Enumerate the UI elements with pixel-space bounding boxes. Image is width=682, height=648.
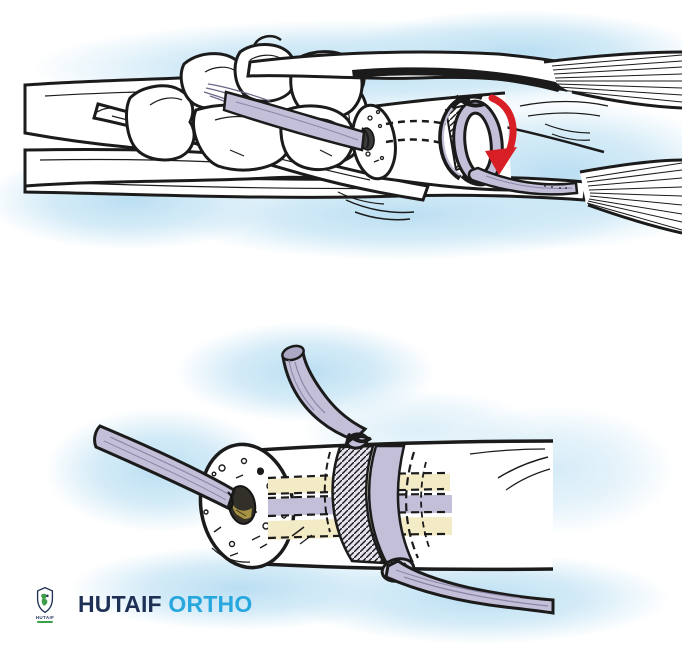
brand-name-primary: HUTAIF bbox=[78, 591, 162, 617]
lower-muscle-fan bbox=[585, 162, 682, 231]
brand-logo: HUTAIF HUTAIF ORTHO bbox=[28, 586, 252, 623]
tendon-graft-top bbox=[203, 83, 579, 196]
panel-wrist-overview bbox=[0, 10, 682, 260]
logo-badge-label: HUTAIF bbox=[35, 615, 55, 620]
shield-icon bbox=[36, 586, 54, 614]
graft-vertical-limb bbox=[281, 344, 373, 450]
tendon-slit bbox=[352, 67, 564, 92]
brand-name-secondary: ORTHO bbox=[168, 591, 253, 617]
graft-into-tunnel bbox=[93, 424, 236, 511]
tail-stipple bbox=[544, 185, 567, 189]
wrap-direction-arrow bbox=[485, 94, 517, 175]
graft-tail-top bbox=[467, 166, 579, 196]
upper-muscle-fan bbox=[551, 54, 682, 103]
graft-exit-tail bbox=[380, 557, 555, 615]
graft-cut-end bbox=[281, 344, 305, 362]
cylinder-surface-lines bbox=[211, 448, 551, 563]
logo-badge-subline bbox=[37, 621, 53, 623]
brand-wordmark: HUTAIF ORTHO bbox=[78, 591, 252, 618]
upper-tendon bbox=[246, 50, 682, 110]
panel-stump-closeup bbox=[45, 322, 675, 644]
logo-badge: HUTAIF bbox=[28, 586, 62, 623]
graft-wrap-bands bbox=[323, 444, 431, 565]
wrap-ring-back bbox=[438, 96, 463, 181]
